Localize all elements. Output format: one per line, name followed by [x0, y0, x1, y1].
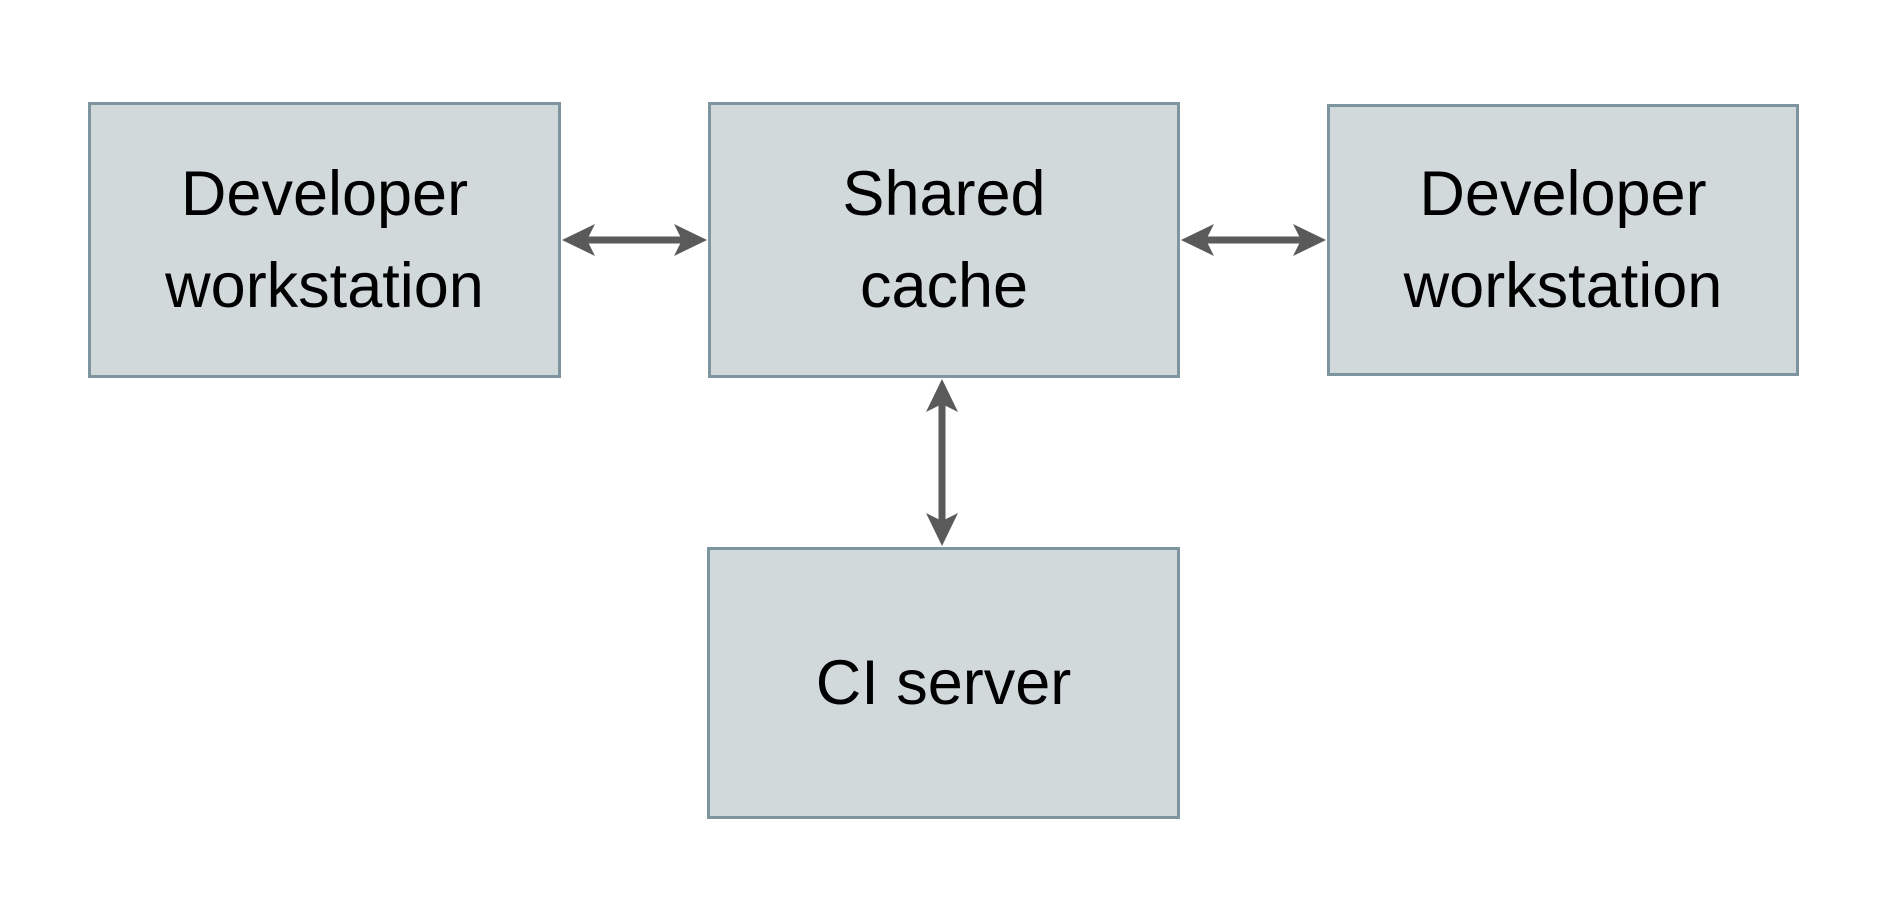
- arrowhead-left-icon: [562, 224, 595, 256]
- bidirectional-arrow-left-workstation-shared-cache: [562, 224, 707, 256]
- arrowhead-up-icon: [926, 379, 958, 412]
- node-label-line: Shared: [842, 159, 1046, 229]
- node-label-line: workstation: [1403, 251, 1723, 321]
- node-label-line: Developer: [180, 159, 469, 229]
- node-shared-cache: Shared cache: [708, 102, 1180, 378]
- arrowhead-right-icon: [1293, 224, 1326, 256]
- bidirectional-arrow-shared-cache-ci-server: [926, 379, 958, 546]
- node-label-line: cache: [859, 251, 1029, 321]
- node-developer-workstation-left: Developer workstation: [88, 102, 561, 378]
- arrowhead-down-icon: [926, 513, 958, 546]
- node-label-line: workstation: [165, 251, 484, 321]
- node-label-line: Developer: [1419, 159, 1707, 229]
- node-ci-server: CI server: [707, 547, 1180, 819]
- bidirectional-arrow-shared-cache-right-workstation: [1181, 224, 1326, 256]
- arrowhead-left-icon: [1181, 224, 1214, 256]
- arrowhead-right-icon: [674, 224, 707, 256]
- node-label-line: CI server: [815, 648, 1072, 718]
- node-developer-workstation-right: Developer workstation: [1327, 104, 1799, 376]
